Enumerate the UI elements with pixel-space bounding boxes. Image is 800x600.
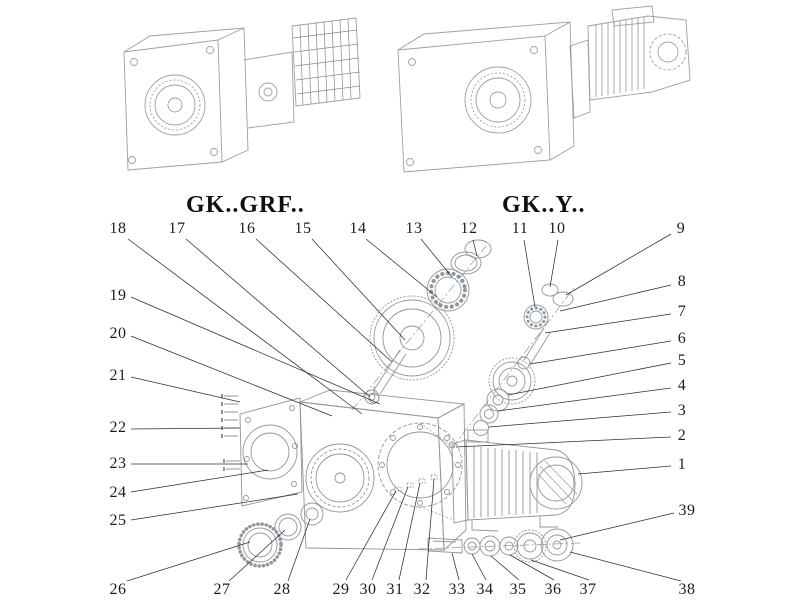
callout-11: 11 [509,220,531,237]
callout-25: 25 [107,512,129,529]
leader-32 [425,478,435,581]
callout-21: 21 [107,367,129,384]
callout-31: 31 [384,581,406,598]
ring-gear-seal-bearing [237,502,324,568]
callout-19: 19 [107,287,129,304]
callout-5: 5 [675,352,689,369]
series-label-gk-grf: GK..GRF.. [186,192,305,218]
callout-3: 3 [675,402,689,419]
leader-27 [228,529,286,582]
callout-20: 20 [107,325,129,342]
callout-7: 7 [675,303,689,320]
callout-33: 33 [446,581,468,598]
output-shaft-parts [427,528,574,563]
callout-30: 30 [357,581,379,598]
mounting-flange-plate [239,397,303,507]
leader-16 [255,238,393,363]
leader-39 [559,512,675,541]
leader-6 [529,340,672,365]
retaining-rings [450,239,492,275]
leader-34 [471,553,487,581]
assembled-view-gk-grf [123,17,361,171]
leader-4 [497,387,672,412]
callout-18: 18 [107,220,129,237]
callout-14: 14 [347,220,369,237]
exploded-view [221,239,583,568]
output-gear-and-shaft [364,295,455,405]
leader-22 [130,427,241,430]
leader-37 [530,559,590,581]
electric-motor [448,429,583,532]
callout-35: 35 [507,581,529,598]
callout-36: 36 [542,581,564,598]
leader-7 [544,313,672,334]
leader-38 [569,551,682,582]
flange-bolts [221,394,240,471]
leader-8 [559,284,672,312]
leader-31 [398,482,421,581]
callout-38: 38 [676,581,698,598]
leader-26 [126,541,251,582]
leader-24 [130,469,269,493]
callout-16: 16 [236,220,258,237]
callout-15: 15 [292,220,314,237]
callout-4: 4 [675,377,689,394]
leader-35 [490,555,520,581]
leader-18 [127,238,363,415]
assembled-view-gk-y [397,5,691,173]
callout-28: 28 [271,581,293,598]
leader-29 [345,490,397,581]
leader-10 [549,239,559,288]
callout-23: 23 [107,455,129,472]
callout-29: 29 [330,581,352,598]
leader-36 [509,554,555,581]
callout-22: 22 [107,419,129,436]
callout-24: 24 [107,484,129,501]
leader-20 [130,335,333,417]
callout-13: 13 [403,220,425,237]
callout-37: 37 [577,581,599,598]
callout-27: 27 [211,581,233,598]
leader-33 [451,552,460,581]
callout-10: 10 [546,220,568,237]
leader-28 [287,518,311,582]
leader-15 [311,238,406,341]
callout-39: 39 [676,502,698,519]
leader-9 [565,233,672,296]
leader-25 [130,493,299,521]
callout-17: 17 [166,220,188,237]
leader-21 [130,376,241,403]
callout-9: 9 [674,220,688,237]
leader-30 [371,486,409,581]
axis-line [417,542,581,550]
leader-3 [488,411,672,428]
callout-12: 12 [458,220,480,237]
leader-14 [365,238,438,298]
series-label-gk-y: GK..Y.. [502,192,586,218]
callout-34: 34 [474,581,496,598]
leader-5 [507,362,672,396]
leader-12 [472,239,478,257]
gearbox-housing [299,386,467,551]
callout-6: 6 [675,330,689,347]
leader-13 [420,238,453,278]
bearing-large [426,268,470,312]
callout-2: 2 [675,427,689,444]
callout-1: 1 [675,456,689,473]
leader-lines [126,233,682,582]
leader-11 [523,239,536,308]
leader-2 [455,436,672,448]
callout-8: 8 [675,273,689,290]
callout-26: 26 [107,581,129,598]
callout-32: 32 [411,581,433,598]
leader-17 [185,238,371,398]
leader-1 [577,465,672,475]
leader-19 [130,296,381,405]
